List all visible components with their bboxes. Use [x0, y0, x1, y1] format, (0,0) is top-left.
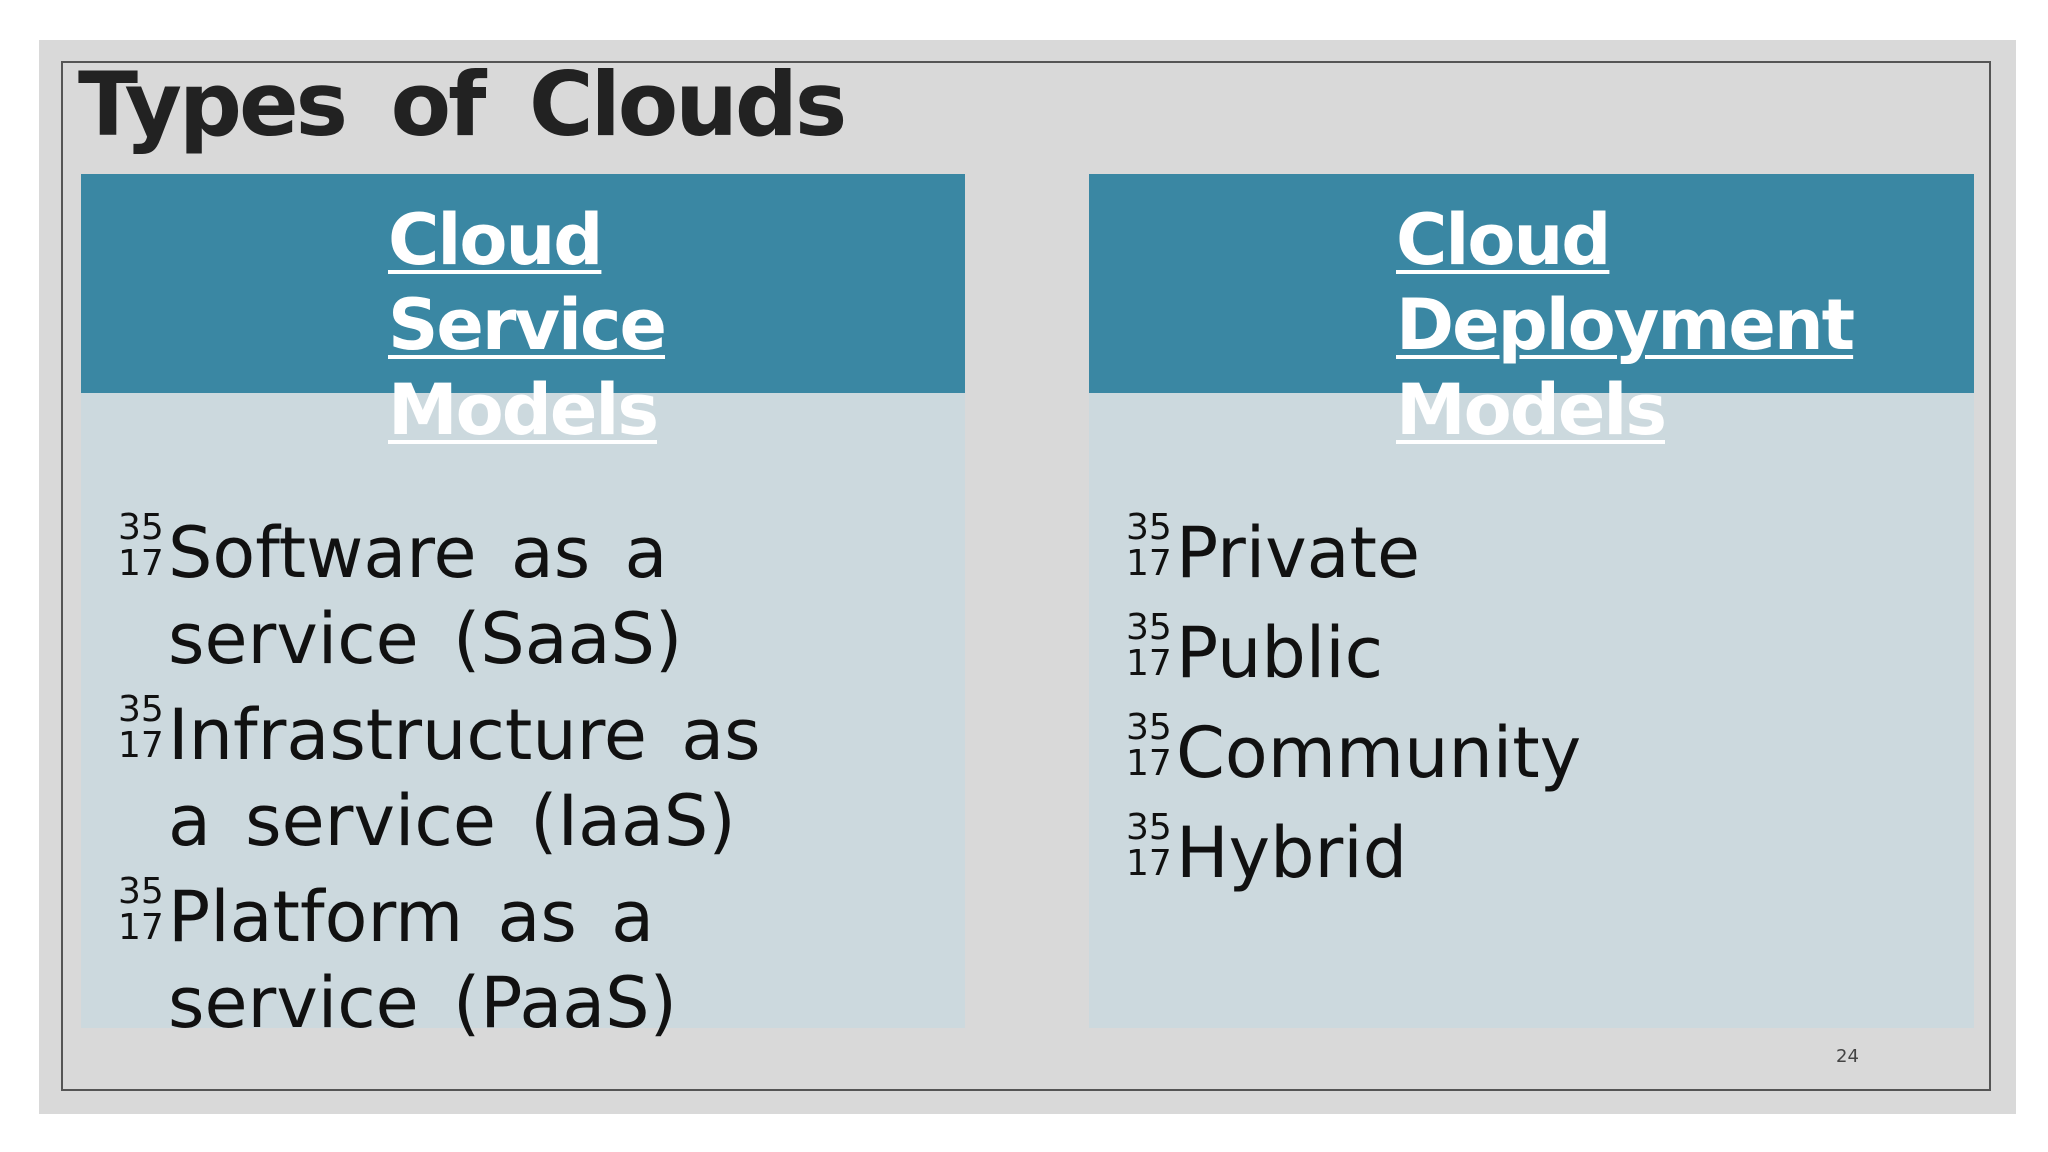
heading-line: Cloud — [388, 199, 603, 281]
heading-line: Deployment — [1396, 284, 1855, 366]
right-panel-heading: Cloud Deployment Models — [1396, 198, 1855, 453]
right-panel-header — [1089, 174, 1974, 393]
slide-title: Types of Clouds — [78, 53, 847, 156]
heading-line: Cloud — [1396, 199, 1611, 281]
heading-line: Models — [1396, 369, 1667, 451]
left-panel-heading: Cloud Service Models — [388, 198, 667, 453]
list-item-text: Private — [1176, 512, 1421, 594]
list-item-text: Public — [1176, 612, 1384, 694]
left-panel-body — [81, 392, 965, 1028]
right-panel-body — [1089, 392, 1974, 1028]
left-panel-header — [81, 174, 965, 393]
list-item-text: Hybrid — [1176, 812, 1408, 894]
page-number: 24 — [1836, 1046, 1859, 1067]
slide-frame — [61, 61, 1991, 1091]
list-item-text: Platform as a service (PaaS) — [168, 876, 677, 1044]
list-item-text: Community — [1176, 712, 1582, 794]
list-item-text: Software as a service (SaaS) — [168, 512, 683, 680]
heading-line: Models — [388, 369, 659, 451]
heading-line: Service — [388, 284, 667, 366]
list-item-text: Infrastructure as a service (IaaS) — [168, 694, 761, 862]
